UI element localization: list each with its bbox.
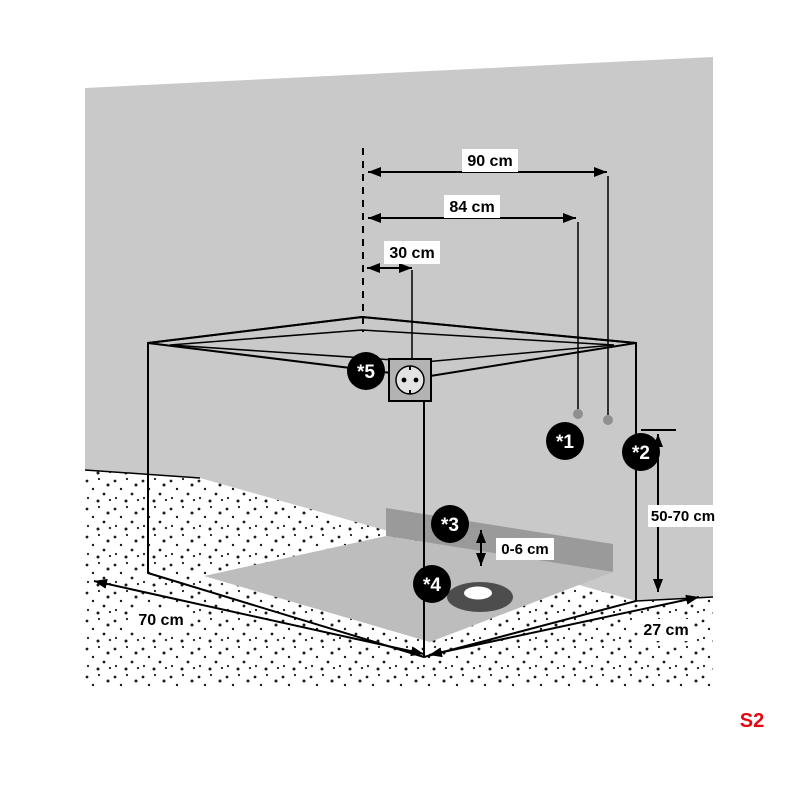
wall-background <box>85 57 713 601</box>
badge-1: *1 <box>546 422 584 460</box>
badge-3: *3 <box>431 505 469 543</box>
drain-hole <box>464 586 492 600</box>
dimension-30cm: 30 cm <box>367 241 440 273</box>
power-outlet-icon <box>388 358 432 402</box>
reference-dot-1 <box>573 409 583 419</box>
figure-code: S2 <box>740 710 764 732</box>
dimension-30cm-label: 30 cm <box>389 245 434 262</box>
dimension-70cm-arrow <box>93 578 425 657</box>
badge-5: *5 <box>347 352 385 390</box>
badge-5-label: *5 <box>357 362 375 383</box>
dimension-84cm: 84 cm <box>368 195 576 223</box>
badge-1-label: *1 <box>556 432 574 453</box>
dimension-27cm-label: 27 cm <box>643 622 688 639</box>
dimension-84cm-label-bg <box>444 195 500 218</box>
dimension-0-6cm-label-bg <box>496 538 554 560</box>
badge-4-circle <box>413 565 451 603</box>
dimension-27cm-arrow <box>428 594 700 658</box>
dimension-84cm-label: 84 cm <box>449 199 494 216</box>
dimension-70cm-label: 70 cm <box>138 612 183 629</box>
rim-outer <box>147 316 637 378</box>
badge-3-label: *3 <box>441 515 459 536</box>
dimension-27cm-label-bg <box>638 619 694 641</box>
dimension-50-70cm-label-bg <box>648 505 718 527</box>
badge-3-circle <box>431 505 469 543</box>
dimension-27cm: 27 cm <box>428 594 700 658</box>
dimension-70cm: 70 cm <box>93 578 425 657</box>
badge-5-circle <box>347 352 385 390</box>
socket-pin-left <box>401 377 407 383</box>
badge-1-circle <box>546 422 584 460</box>
rim-inner <box>169 329 615 363</box>
dimension-0-6cm-label: 0-6 cm <box>501 541 549 558</box>
socket-face <box>395 365 425 395</box>
dimension-70cm-label-bg <box>133 609 189 631</box>
dimension-90cm-label-bg <box>462 149 518 172</box>
dimension-30cm-label-bg <box>384 241 440 264</box>
socket-pin-right <box>413 377 419 383</box>
dimension-90cm: 90 cm <box>368 149 607 177</box>
badge-4-label: *4 <box>423 575 441 596</box>
dimension-0-6cm: 0-6 cm <box>476 530 554 566</box>
dimension-50-70cm-label: 50-70 cm <box>651 508 715 525</box>
badge-4: *4 <box>413 565 451 603</box>
dimension-90cm-label: 90 cm <box>467 153 512 170</box>
badge-2-label: *2 <box>632 443 650 464</box>
reference-dot-2 <box>603 415 613 425</box>
badge-2-circle <box>622 433 660 471</box>
badge-2: *2 <box>622 433 660 471</box>
ground-edge-left <box>84 469 201 479</box>
dimension-50-70cm: 50-70 cm <box>641 429 718 592</box>
